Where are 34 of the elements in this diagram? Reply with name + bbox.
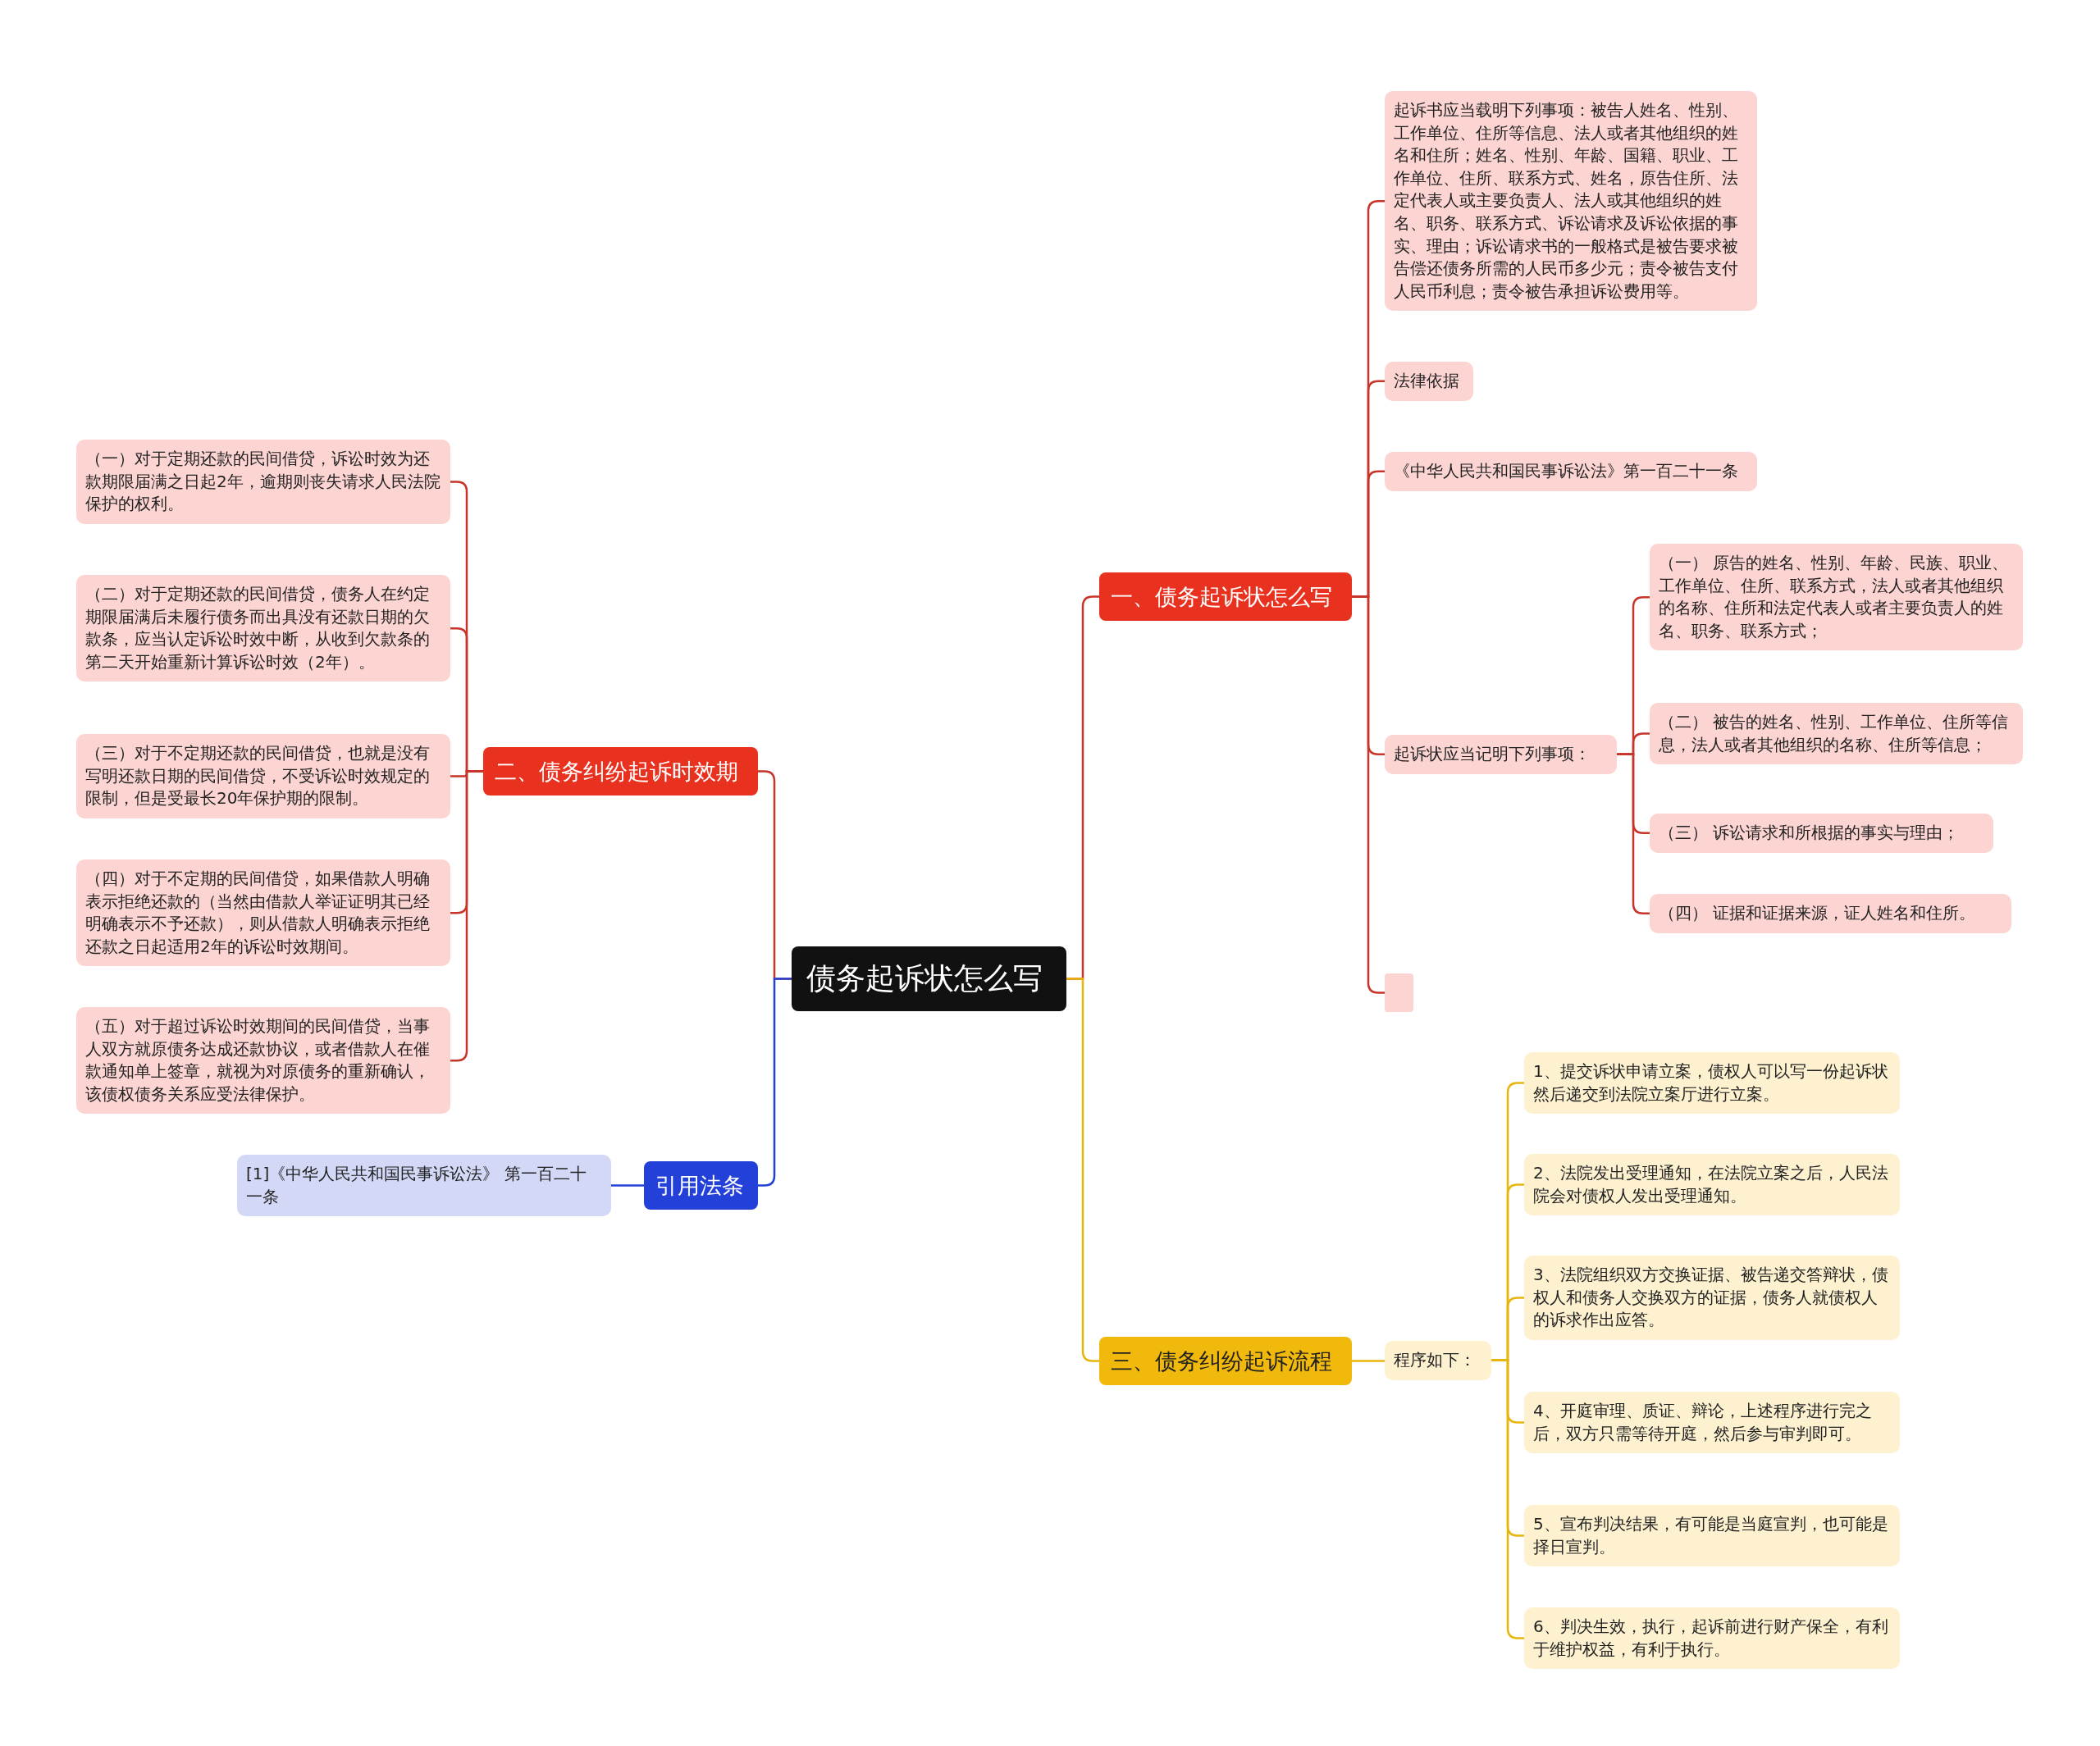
subtopic-box: 1、提交诉状申请立案，债权人可以写一份起诉状然后递交到法院立案厅进行立案。 xyxy=(1524,1052,1900,1115)
connector-line xyxy=(1066,978,1099,1362)
subtopic-box: 起诉状应当记明下列事项： xyxy=(1385,735,1617,774)
subtopic-box: 程序如下： xyxy=(1385,1341,1491,1380)
branch-topic: 二、债务纠纷起诉时效期 xyxy=(483,747,758,796)
subtopic-box: （二）对于定期还款的民间借贷，债务人在约定期限届满后未履行债务而出具没有还款日期的欠款条，应当认定诉讼时效中断，从收到欠款条的第二天开始重新计算诉讼时效（2年）。 xyxy=(76,575,450,682)
subtopic-box: （四）对于不定期的民间借贷，如果借款人明确表示拒绝还款的（当然由借款人举证证明其已经明确表示不予还款），则从借款人明确表示拒绝还款之日起适用2年的诉讼时效期间。 xyxy=(76,859,450,967)
subtopic-box: （四） 证据和证据来源，证人姓名和住所。 xyxy=(1650,894,2011,933)
subtopic-box: [1]《中华人民共和国民事诉讼法》 第一百二十一条 xyxy=(237,1155,611,1217)
connector-line xyxy=(758,978,792,1187)
connector-line xyxy=(611,1184,644,1187)
connector-line xyxy=(1491,1359,1524,1639)
empty-subtopic-box xyxy=(1385,973,1413,1012)
subtopic-box: （三）对于不定期还款的民间借贷，也就是没有写明还款日期的民间借贷，不受诉讼时效规定的限制，但是受最长20年保护期的限制。 xyxy=(76,734,450,818)
subtopic-box: 4、开庭审理、质证、辩论，上述程序进行完之后，双方只需等待开庭，然后参与审判即可。 xyxy=(1524,1392,1900,1454)
branch-topic: 三、债务纠纷起诉流程 xyxy=(1099,1337,1352,1386)
central-topic: 债务起诉状怎么写 xyxy=(792,946,1066,1011)
subtopic-box: 5、宣布判决结果，有可能是当庭宣判，也可能是择日宣判。 xyxy=(1524,1505,1900,1567)
subtopic-box: （三） 诉讼请求和所根据的事实与理由； xyxy=(1650,814,1993,853)
subtopic-box: （一）对于定期还款的民间借贷，诉讼时效为还款期限届满之日起2年，逾期则丧失请求人民法院保护的权利。 xyxy=(76,440,450,524)
subtopic-box: 6、判决生效，执行，起诉前进行财产保全，有利于维护权益，有利于执行。 xyxy=(1524,1607,1900,1670)
subtopic-box: 法律依据 xyxy=(1385,362,1473,401)
connector-line xyxy=(1617,753,1650,915)
branch-topic: 引用法条 xyxy=(644,1161,758,1210)
subtopic-box: （五）对于超过诉讼时效期间的民间借贷，当事人双方就原债务达成还款协议，或者借款人在催款通知单上签章，就视为对原债务的重新确认，该债权债务关系应受法律保护。 xyxy=(76,1007,450,1115)
subtopic-box: （二） 被告的姓名、性别、工作单位、住所等信息，法人或者其他组织的名称、住所等信息； xyxy=(1650,703,2023,765)
connector-line xyxy=(450,770,483,1062)
connector-line xyxy=(1352,1360,1385,1362)
subtopic-box: 2、法院发出受理通知，在法院立案之后，人民法院会对债权人发出受理通知。 xyxy=(1524,1154,1900,1216)
subtopic-box: 《中华人民共和国民事诉讼法》第一百二十一条 xyxy=(1385,452,1757,491)
subtopic-box: （一） 原告的姓名、性别、年龄、民族、职业、工作单位、住所、联系方式，法人或者其他组织的名称、住所和法定代表人或者主要负责人的姓名、职务、联系方式； xyxy=(1650,544,2023,651)
subtopic-box: 3、法院组织双方交换证据、被告递交答辩状，债权人和债务人交换双方的证据，债务人就债权人的诉求作出应答。 xyxy=(1524,1256,1900,1340)
branch-topic: 一、债务起诉状怎么写 xyxy=(1099,572,1352,622)
subtopic-box: 起诉书应当载明下列事项：被告人姓名、性别、工作单位、住所等信息、法人或者其他组织的姓名和住所；姓名、性别、年龄、国籍、职业、工作单位、住所、联系方式、姓名，原告住所、法定代表人或主要负责人、法人或其他组织的姓名、职务、联系方式、诉讼请求及诉讼依据的事实、理由；诉讼请求书的一般格式是被告要求被告偿还债务所需的人民币多少元；责令被告支付人民币利息；责令被告承担诉讼费用等。 xyxy=(1385,91,1757,312)
